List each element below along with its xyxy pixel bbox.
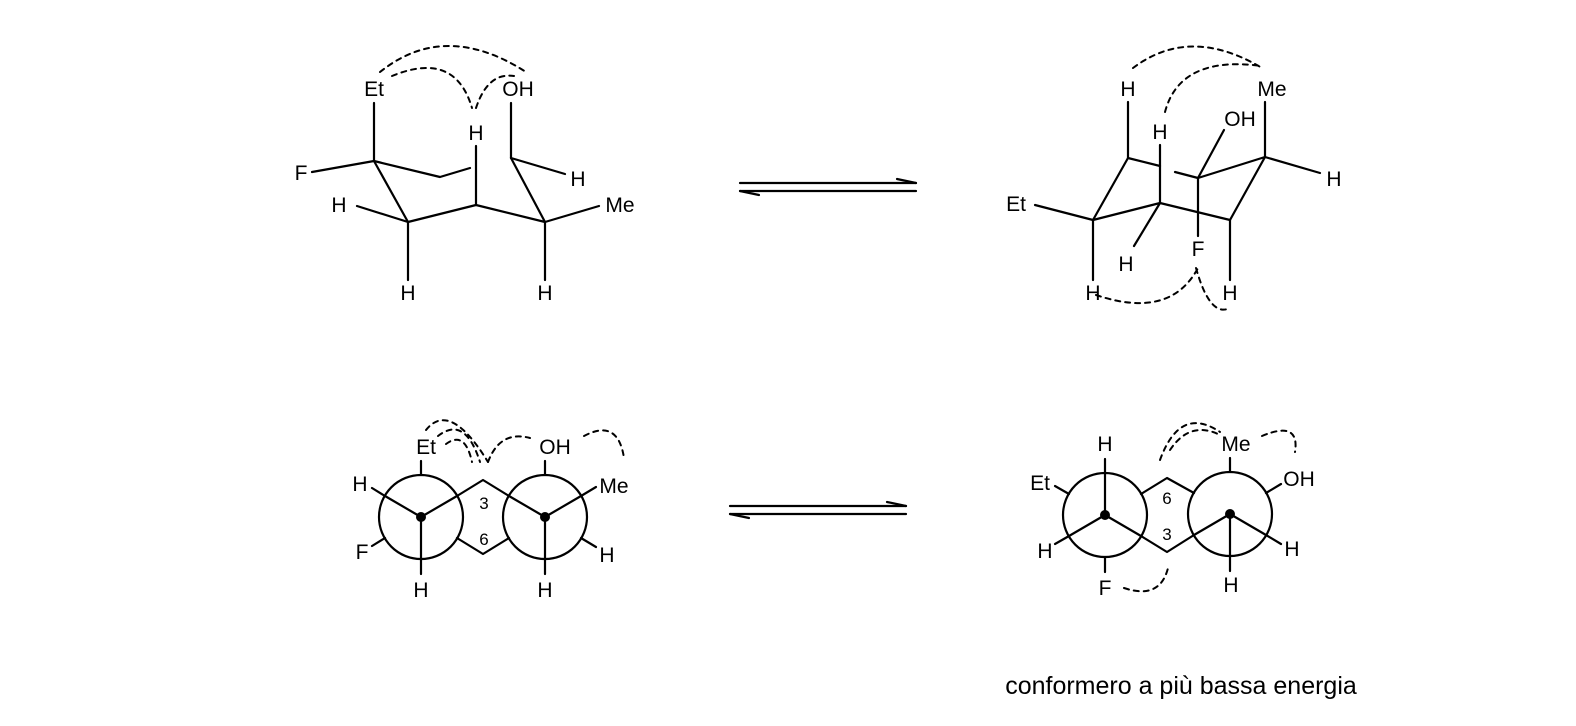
label-h: H [400, 282, 415, 305]
interaction-arc [583, 429, 625, 459]
label-h: H [1223, 574, 1238, 597]
label-h: H [1118, 253, 1133, 276]
newman-projection-right: H Et H F Me OH H H 6 3 [1030, 422, 1315, 600]
label-me: Me [1257, 78, 1286, 101]
label-h: H [1085, 282, 1100, 305]
interaction-arc [487, 435, 531, 463]
interaction-arc [1169, 429, 1221, 451]
label-me: Me [599, 475, 628, 498]
newman-projection-left: Et OH H F H H Me H 3 6 [352, 419, 629, 602]
label-h: H [570, 168, 585, 191]
label-oh: OH [1283, 468, 1315, 491]
label-h: H [1152, 121, 1167, 144]
label-f: F [1192, 238, 1205, 261]
bond-f [310, 159, 376, 174]
interaction-arc [1195, 267, 1231, 311]
ring-number-3: 3 [1162, 525, 1171, 544]
label-h: H [413, 579, 428, 602]
ring-number-3: 3 [479, 494, 488, 513]
label-h: H [1222, 282, 1237, 305]
interaction-arc [1132, 45, 1263, 69]
label-h: H [599, 544, 614, 567]
label-h: H [1120, 78, 1135, 101]
label-oh: OH [1224, 108, 1256, 131]
label-oh: OH [502, 78, 534, 101]
interaction-arc [475, 74, 515, 109]
label-oh: OH [539, 436, 571, 459]
label-et: Et [364, 78, 384, 101]
label-f: F [295, 162, 308, 185]
bond-oh [1196, 128, 1226, 180]
ring-number-6: 6 [1162, 489, 1171, 508]
bond-me [543, 204, 601, 224]
interaction-arc [1123, 567, 1169, 593]
label-h: H [1284, 538, 1299, 561]
label-me: Me [605, 194, 634, 217]
label-et: Et [1030, 472, 1050, 495]
label-h: H [1037, 540, 1052, 563]
equilibrium-arrow-bottom [728, 500, 908, 520]
label-h: H [1326, 168, 1341, 191]
label-et: Et [1006, 193, 1026, 216]
label-et: Et [416, 436, 436, 459]
chair-conformer-left: Et OH F H H H H Me H [295, 45, 635, 305]
ring-bonds-back [372, 159, 472, 179]
interaction-arc [445, 438, 473, 463]
bond-et [1033, 203, 1095, 222]
caption-lowest-energy-conformer: conformero a più bassa energia [1005, 672, 1357, 700]
interaction-arc [425, 419, 489, 463]
label-me: Me [1221, 433, 1250, 456]
interaction-arc [379, 45, 527, 73]
bond-h [355, 204, 410, 224]
label-f: F [356, 541, 369, 564]
label-h: H [331, 194, 346, 217]
bond-h [1132, 201, 1162, 248]
interaction-arc [391, 67, 473, 109]
bond-h [1263, 155, 1322, 175]
equilibrium-arrow-top [738, 177, 918, 197]
interaction-arc [1095, 267, 1199, 305]
interaction-arc [1159, 422, 1221, 461]
chair-conformer-right: H Me H OH H Et H F H H [1006, 45, 1342, 311]
label-h: H [537, 282, 552, 305]
label-h: H [1097, 433, 1112, 456]
ring-number-6: 6 [479, 530, 488, 549]
bond-h [509, 156, 567, 176]
label-f: F [1099, 577, 1112, 600]
label-h: H [537, 579, 552, 602]
interaction-arc [1164, 63, 1263, 113]
ring-bonds-front [1091, 155, 1267, 222]
label-h: H [352, 473, 367, 496]
label-h: H [468, 122, 483, 145]
interaction-arc [437, 428, 481, 463]
interaction-arc [1261, 429, 1297, 453]
